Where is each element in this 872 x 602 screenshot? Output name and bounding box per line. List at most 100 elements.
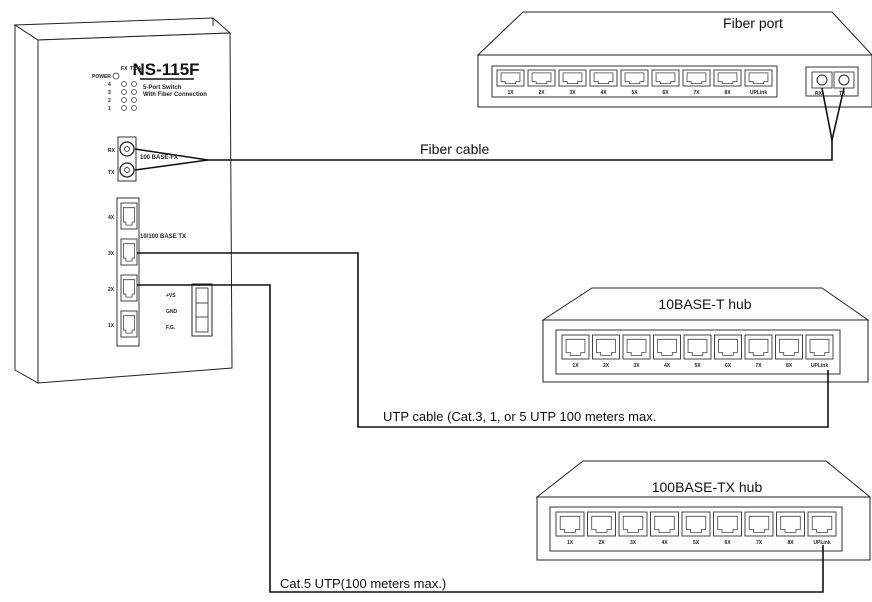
hub-10-port-5x[interactable]	[683, 334, 712, 360]
port-label: UPLink	[813, 540, 830, 546]
hub-100-title: 100BASE-TX hub	[652, 479, 763, 495]
led-row-label: 4	[108, 82, 111, 88]
hub-100-port-7x[interactable]	[744, 511, 774, 537]
port-label: 8X	[787, 540, 794, 546]
port-label: 1X	[567, 540, 574, 546]
switch-port-3x[interactable]	[120, 238, 138, 266]
fiber-device-port-8x[interactable]	[713, 69, 742, 87]
fiber-device-port-uplink[interactable]	[744, 69, 773, 87]
port-label: 5X	[693, 540, 700, 546]
switch-port-label: 1X	[108, 323, 115, 329]
fiber-device-tx-port[interactable]	[838, 74, 850, 86]
hub-100-port-6x[interactable]	[713, 511, 742, 537]
port-label: 4X	[600, 90, 607, 96]
hub-100-port-5x[interactable]	[681, 511, 711, 537]
switch-subtitle-line1: 5-Port Switch	[143, 85, 182, 91]
switch-fiber-type-label: 100 BASE-FX	[140, 155, 178, 161]
hub-100-port-uplink[interactable]	[807, 511, 837, 537]
port-label: 6X	[725, 363, 732, 369]
cat5-cable[interactable]	[137, 284, 824, 593]
hub-10-port-uplink[interactable]	[805, 334, 834, 360]
switch-fiber-tx-label: TX	[108, 170, 115, 176]
fiber-device-rx-port[interactable]	[816, 74, 828, 86]
switch-subtitle-line2: With Fiber Connection	[143, 92, 207, 98]
port-label: 3X	[569, 90, 576, 96]
led-row-label: 3	[108, 90, 111, 96]
led-tx-indicator	[131, 81, 137, 87]
power-terminal-label: F.G.	[166, 325, 176, 331]
led-rows: 4 3 2 1	[108, 81, 137, 112]
port-label: 1X	[572, 363, 579, 369]
port-label: 7X	[693, 90, 700, 96]
port-label: 5X	[694, 363, 701, 369]
led-power-indicator	[112, 72, 120, 80]
led-row-label: 2	[108, 98, 111, 104]
switch-port-1x[interactable]	[120, 310, 138, 338]
switch-port-label: 3X	[108, 251, 115, 257]
hub-100-port-8x[interactable]	[776, 511, 805, 537]
fiber-cable-label: Fiber cable	[420, 141, 489, 157]
power-terminal-label: GND	[166, 309, 178, 315]
fiber-cable-fork-right[interactable]	[831, 87, 845, 141]
hub-100-port-3x[interactable]	[618, 511, 648, 537]
port-label: 6X	[662, 90, 669, 96]
led-row-label: 1	[108, 106, 111, 112]
port-label: 3X	[633, 363, 640, 369]
hub-100-port-4x[interactable]	[650, 511, 679, 537]
hub-10-port-1x[interactable]	[561, 334, 590, 360]
port-label: 4X	[664, 363, 671, 369]
led-tx-indicator	[131, 105, 137, 111]
fiber-device-port-2x[interactable]	[527, 69, 556, 87]
hub-10-port-6x[interactable]	[714, 334, 742, 360]
port-label: 5X	[631, 90, 638, 96]
fiber-device-port-4x[interactable]	[589, 69, 618, 87]
hub-10-port-3x[interactable]	[622, 334, 651, 360]
fiber-device-port-5x[interactable]	[620, 69, 649, 87]
port-label: UPLink	[811, 363, 828, 369]
hub-100-port-2x[interactable]	[587, 511, 616, 537]
led-fx-indicator	[121, 81, 127, 87]
led-power-label: POWER	[92, 74, 111, 80]
port-label: 2X	[598, 540, 605, 546]
led-col-a-label: FX	[121, 66, 128, 72]
port-label: 8X	[724, 90, 731, 96]
port-label: 1X	[507, 90, 514, 96]
port-label: 6X	[724, 540, 731, 546]
power-terminal-labels: +VS GND F.G.	[166, 293, 178, 331]
hub-100-port-1x[interactable]	[555, 511, 585, 537]
fiber-device-port-3x[interactable]	[558, 69, 587, 87]
fiber-cable-fork-left[interactable]	[821, 87, 833, 141]
fiber-device-top	[476, 11, 872, 56]
port-label: 3X	[630, 540, 637, 546]
led-col-b-label: TX/A	[130, 66, 142, 72]
fiber-device-port-7x[interactable]	[682, 69, 711, 87]
led-fx-indicator	[121, 97, 127, 103]
fiber-cable-rx-strand[interactable]	[134, 140, 833, 161]
hub-10-port-7x[interactable]	[744, 334, 773, 360]
port-label: 2X	[603, 363, 610, 369]
switch-port-4x[interactable]	[120, 202, 138, 230]
port-label: 7X	[755, 363, 762, 369]
hub-10-port-4x[interactable]	[653, 334, 681, 360]
switch-model-label: NS-115F	[132, 60, 199, 79]
port-label: 4X	[661, 540, 668, 546]
power-terminal-label: +VS	[166, 293, 176, 299]
led-tx-indicator	[131, 97, 137, 103]
fiber-cable-tx-strand[interactable]	[134, 159, 209, 171]
utp-cable[interactable]	[137, 252, 829, 428]
hub-10-title: 10BASE-T hub	[658, 296, 751, 312]
fiber-device-port-6x[interactable]	[651, 69, 680, 87]
hub-10-port-8x[interactable]	[775, 334, 803, 360]
hub-10-port-2x[interactable]	[592, 334, 620, 360]
cat5-cable-label: Cat.5 UTP(100 meters max.)	[280, 576, 446, 591]
switch-port-2x[interactable]	[120, 274, 138, 302]
fiber-device-port-1x[interactable]	[496, 69, 525, 87]
utp-cable-label: UTP cable (Cat.3, 1, or 5 UTP 100 meters…	[383, 409, 656, 424]
